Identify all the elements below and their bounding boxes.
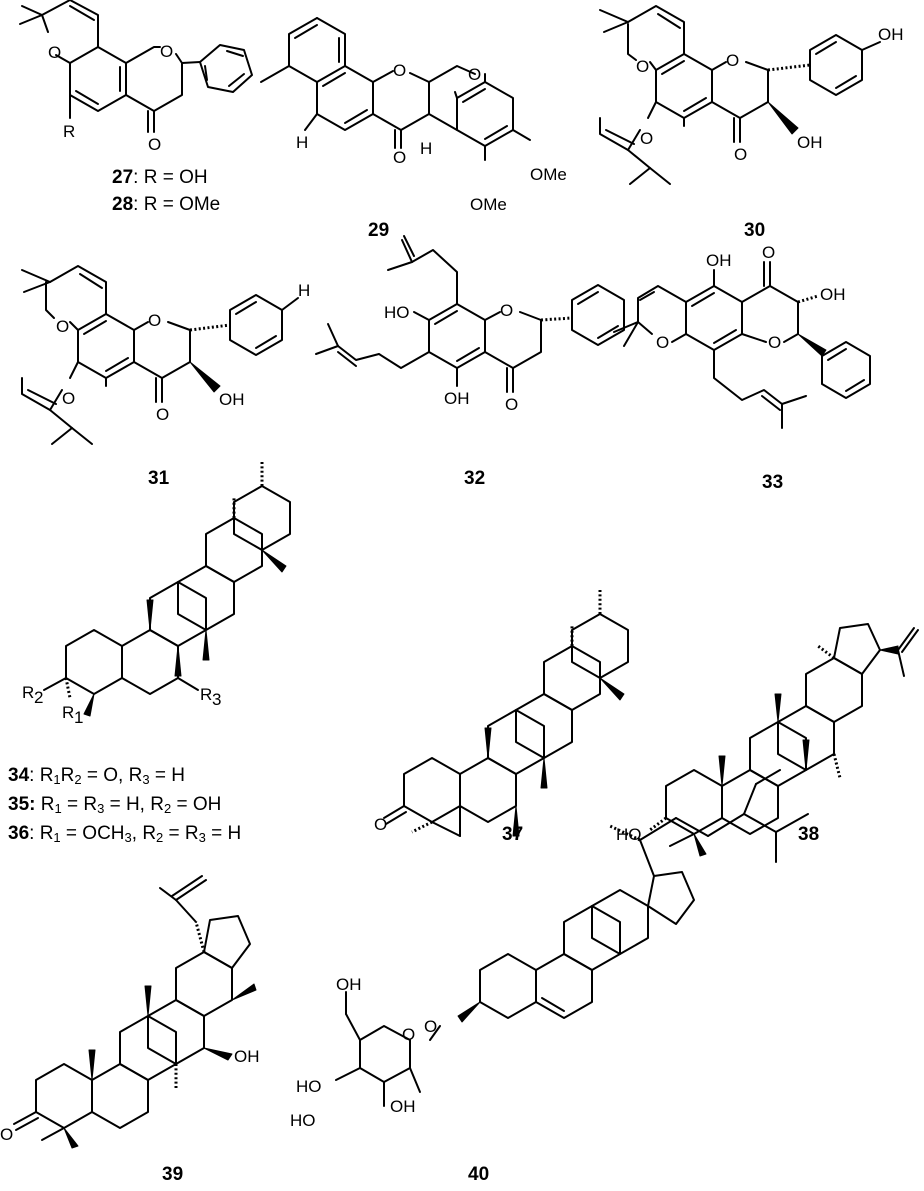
structure-33: OH O OH O O xyxy=(613,243,871,429)
atom-O: O xyxy=(160,42,173,61)
atom-O: O xyxy=(424,1017,437,1036)
atom-O: O xyxy=(0,1125,13,1144)
caption-34: 34: R1R2 = O, R3 = H xyxy=(8,765,185,787)
atom-O: O xyxy=(505,395,518,414)
compound-label-33: 33 xyxy=(762,472,784,493)
atom-O: O xyxy=(402,1025,415,1044)
atom-HO: HO xyxy=(290,1111,316,1130)
atom-O: O xyxy=(762,243,775,262)
structure-37: O xyxy=(374,590,629,837)
structure-32: HO O O OH xyxy=(315,235,625,414)
structure-29: O O O H H OMe OMe xyxy=(260,17,567,214)
atom-R3-subscript: 3 xyxy=(212,690,221,709)
structure-40: OH HO HO OH O O xyxy=(290,769,809,1130)
compound-label-29: 29 xyxy=(368,220,390,241)
atom-OH: OH xyxy=(219,390,245,409)
atom-R2-subscript: 2 xyxy=(34,688,43,707)
atom-OMe: OMe xyxy=(530,165,567,184)
compound-label-32: 32 xyxy=(464,468,486,489)
atom-OH: OH xyxy=(797,133,823,152)
atom-R1-subscript: 1 xyxy=(74,708,83,727)
atom-R2: R xyxy=(22,683,34,702)
atom-OH: OH xyxy=(234,1047,260,1066)
atom-O: O xyxy=(768,333,781,352)
atom-HO: HO xyxy=(616,825,642,844)
caption-27: 27: R = OH xyxy=(112,166,208,190)
atom-OH: OH xyxy=(444,389,470,408)
atom-O: O xyxy=(156,405,169,424)
atom-OH: OH xyxy=(390,1097,416,1116)
atom-HO: HO xyxy=(384,303,410,322)
atom-O: O xyxy=(148,311,161,330)
atom-O: O xyxy=(468,65,481,84)
structure-34-36: R 2 R 1 R 3 xyxy=(22,462,291,727)
caption-text: : R = OMe xyxy=(133,194,221,215)
atom-H: H xyxy=(296,133,308,152)
atom-R: R xyxy=(63,122,75,141)
structure-38: HO xyxy=(616,623,919,857)
structure-30: O O O O OH OH xyxy=(599,5,904,185)
atom-R3: R xyxy=(200,685,212,704)
atom-O: O xyxy=(374,815,387,834)
compound-id: 27 xyxy=(112,167,134,188)
compound-label-40: 40 xyxy=(468,1164,490,1185)
atom-O: O xyxy=(640,129,653,148)
atom-HO: HO xyxy=(296,1077,322,1096)
atom-OMe: OMe xyxy=(470,195,507,214)
caption-text: : R = OH xyxy=(133,167,208,188)
atom-OH: OH xyxy=(706,251,732,270)
compound-id: 28 xyxy=(112,194,134,215)
atom-OH: OH xyxy=(878,25,904,44)
atom-H: H xyxy=(298,281,310,300)
atom-O: O xyxy=(393,148,406,167)
atom-OH: OH xyxy=(336,975,362,994)
compound-id: 34 xyxy=(8,765,30,786)
structure-31: O O O O OH H xyxy=(21,265,310,445)
compound-label-38: 38 xyxy=(798,824,820,845)
compound-label-31: 31 xyxy=(148,468,170,489)
atom-OH: OH xyxy=(820,285,846,304)
compound-label-30: 30 xyxy=(744,220,766,241)
atom-H: H xyxy=(420,139,432,158)
caption-28: 28: R = OMe xyxy=(112,193,220,217)
atom-O: O xyxy=(500,301,513,320)
caption-35: 35: R1 = R3 = H, R2 = OH xyxy=(8,794,222,816)
atom-O: O xyxy=(726,51,739,70)
structure-27-28: O O O R xyxy=(19,0,253,154)
atom-O: O xyxy=(734,145,747,164)
compound-label-37: 37 xyxy=(502,824,524,845)
structure-39: O OH xyxy=(0,875,260,1149)
caption-36: 36: R1 = OCH3, R2 = R3 = H xyxy=(8,823,242,845)
atom-O: O xyxy=(48,43,61,62)
atom-O: O xyxy=(148,135,161,154)
atom-O: O xyxy=(62,389,75,408)
compound-id: 36 xyxy=(8,823,30,844)
compound-id: 35 xyxy=(8,794,30,815)
atom-O: O xyxy=(636,57,649,76)
atom-O: O xyxy=(56,317,69,336)
atom-O: O xyxy=(393,61,406,80)
atom-O: O xyxy=(656,333,669,352)
compound-label-39: 39 xyxy=(162,1164,184,1185)
atom-R1: R xyxy=(62,703,74,722)
